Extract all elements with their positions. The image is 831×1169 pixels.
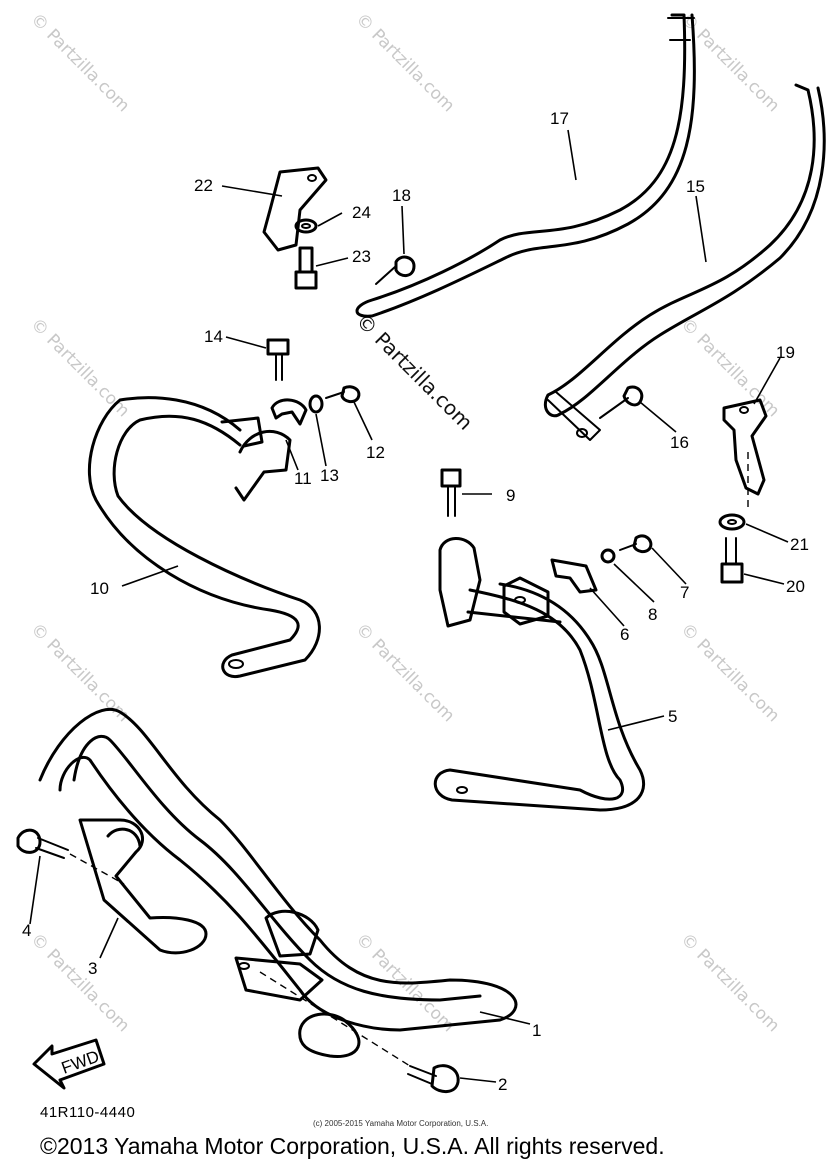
fwd-arrow-icon: FWD (32, 1038, 106, 1090)
callout-4: 4 (22, 921, 31, 940)
part-16-bolt[interactable] (599, 385, 644, 419)
callout-14: 14 (204, 327, 223, 346)
part-7-bolt[interactable] (619, 534, 653, 554)
part-11-clamp[interactable] (270, 398, 308, 426)
callout-8: 8 (648, 605, 657, 624)
callout-13: 13 (320, 466, 339, 485)
callout-6: 6 (620, 625, 629, 644)
callout-22: 22 (194, 176, 213, 195)
callout-10: 10 (90, 579, 109, 598)
part-23-bolt[interactable] (294, 246, 318, 290)
part-15-stay[interactable] (543, 83, 826, 441)
callout-18: 18 (392, 186, 411, 205)
watermark: © Partzilla.com (26, 314, 133, 421)
callout-7: 7 (680, 583, 689, 602)
watermark-center: © Partzilla.com (351, 309, 477, 435)
watermark-group: © Partzilla.com © Partzilla.com © Partzi… (26, 9, 783, 1036)
callout-1: 1 (532, 1021, 541, 1040)
callout-15: 15 (686, 177, 705, 196)
callout-21: 21 (790, 535, 809, 554)
part-8-washer[interactable] (600, 548, 616, 564)
part-14-bolt[interactable] (266, 338, 290, 381)
copyright-notice: ©2013 Yamaha Motor Corporation, U.S.A. A… (40, 1133, 665, 1159)
watermark: © Partzilla.com (26, 9, 133, 116)
part-1-guard[interactable] (38, 707, 518, 1059)
callout-3: 3 (88, 959, 97, 978)
callout-2: 2 (498, 1075, 507, 1094)
part-19-bracket[interactable] (722, 398, 768, 510)
watermark: © Partzilla.com (26, 929, 133, 1036)
part-24-washer[interactable] (294, 218, 318, 234)
callout-12: 12 (366, 443, 385, 462)
part-9-bolt[interactable] (440, 468, 462, 517)
callout-23: 23 (352, 247, 371, 266)
callout-11: 11 (294, 469, 312, 488)
watermark: © Partzilla.com (676, 619, 783, 726)
watermark: © Partzilla.com (676, 929, 783, 1036)
callout-24: 24 (352, 203, 371, 222)
part-13-washer[interactable] (308, 394, 324, 414)
callout-9: 9 (506, 486, 515, 505)
callout-5: 5 (668, 707, 677, 726)
part-22-bracket[interactable] (262, 166, 328, 252)
part-20-bolt[interactable] (720, 537, 744, 584)
callout-16: 16 (670, 433, 689, 452)
part-21-washer[interactable] (718, 513, 746, 531)
part-4-bolt[interactable] (16, 828, 125, 885)
callout-17: 17 (550, 109, 569, 128)
part-18-bolt[interactable] (375, 255, 416, 285)
part-12-bolt[interactable] (325, 385, 361, 404)
watermark: © Partzilla.com (351, 9, 458, 116)
callout-labels: 17 15 22 24 23 18 14 11 13 12 9 16 19 21… (22, 109, 809, 1094)
leader-lines (29, 129, 789, 1083)
callout-20: 20 (786, 577, 805, 596)
watermark: © Partzilla.com (351, 619, 458, 726)
part-17-stay[interactable] (355, 13, 696, 318)
part-2-bolt[interactable] (259, 971, 460, 1093)
part-3-bracket[interactable] (78, 818, 208, 955)
diagram-code: 41R110-4440 (40, 1104, 136, 1121)
part-10-guard[interactable] (87, 396, 321, 679)
callout-19: 19 (776, 343, 795, 362)
part-5-guard[interactable] (433, 537, 646, 812)
small-copyright: (c) 2005-2015 Yamaha Motor Corporation, … (313, 1119, 489, 1128)
part-6-clamp[interactable] (550, 558, 598, 594)
